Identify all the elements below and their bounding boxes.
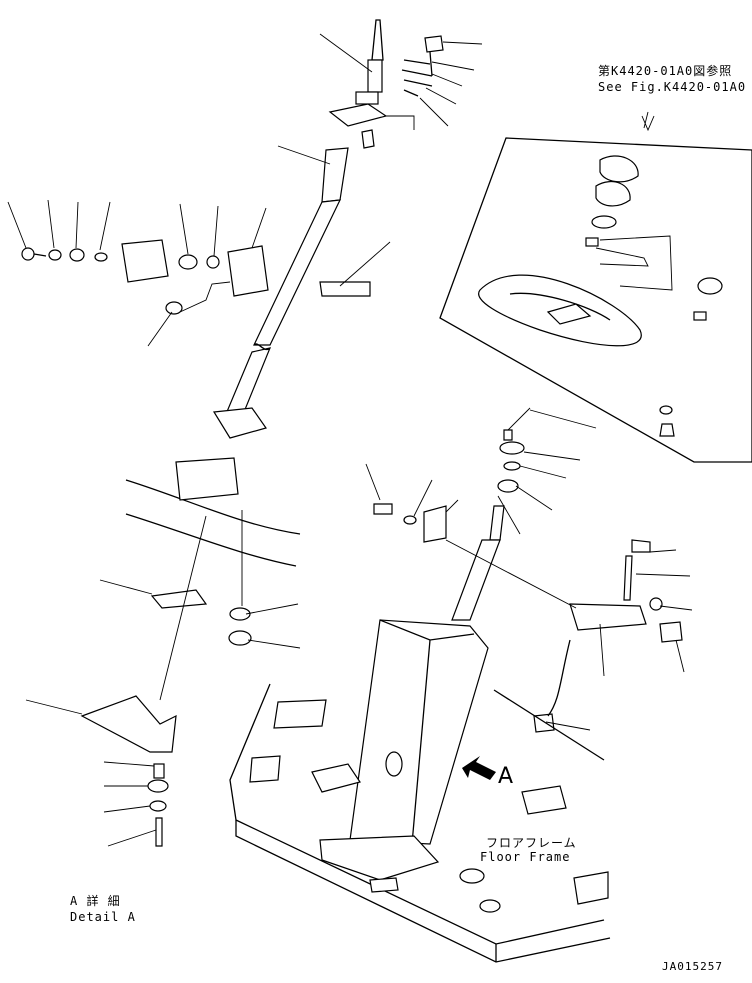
steering-column-tube <box>212 147 349 439</box>
left-hardware <box>21 239 371 315</box>
drawing-number: JA015257 <box>662 960 723 973</box>
leader-lines <box>7 33 693 847</box>
floor-frame <box>229 683 611 963</box>
detail-label-jp: A 詳 細 <box>70 894 121 908</box>
view-arrow-label: A <box>498 764 515 789</box>
steering-wheel-inset <box>439 137 752 463</box>
reference-label-jp: 第K4420-01A0図参照 <box>598 64 733 78</box>
reference-label-en: See Fig.K4420-01A0 <box>598 80 747 94</box>
detail-label-en: Detail A <box>70 910 136 924</box>
right-column-assembly <box>349 407 683 845</box>
floor-frame-label-jp: フロアフレーム <box>486 836 577 850</box>
upper-shaft-parts <box>328 19 444 149</box>
floor-frame-label-en: Floor Frame <box>480 850 571 864</box>
left-frame <box>80 457 301 847</box>
